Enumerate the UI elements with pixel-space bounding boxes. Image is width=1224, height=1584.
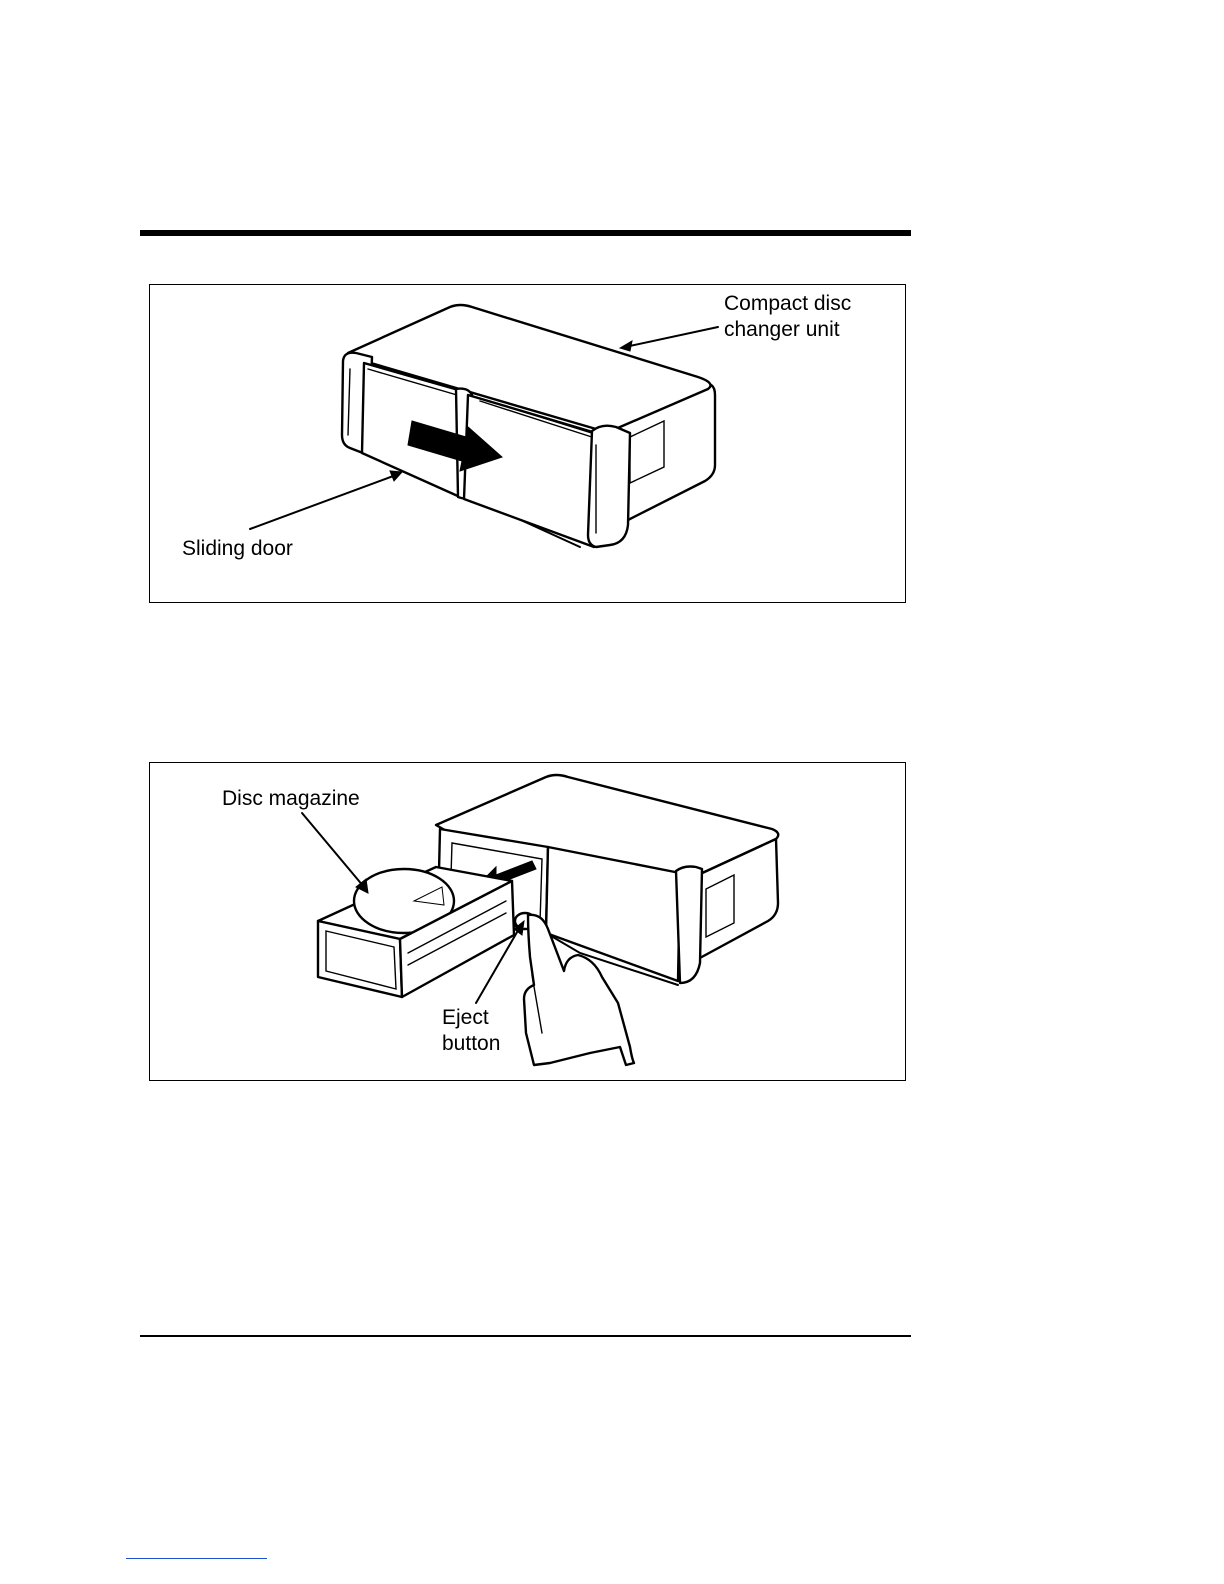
figure-disc-magazine-eject: Disc magazine Eject button [149,762,906,1081]
changer-right-cap [676,867,702,984]
unit-leader-line [625,327,718,347]
label-sliding-door: Sliding door [182,536,293,562]
footer-rule [140,1335,911,1337]
label-disc-magazine: Disc magazine [222,786,360,812]
header-rule [140,230,911,236]
magazine-leader-line [302,813,364,887]
door-leader-line [250,475,396,529]
label-compact-disc-changer-unit: Compact disc changer unit [724,291,851,343]
label-eject-button: Eject button [442,1005,500,1057]
footer-link-underline [126,1558,267,1559]
changer-right-cap [588,426,630,547]
figure-cd-changer-sliding-door: Compact disc changer unit Sliding door [149,284,906,603]
